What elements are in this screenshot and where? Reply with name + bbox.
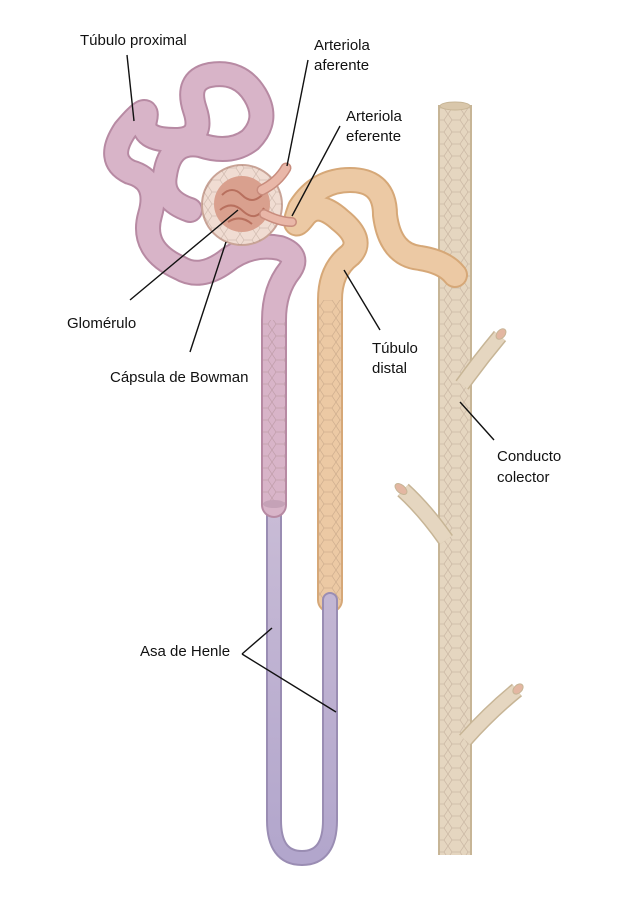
leader-henle-b	[241, 653, 337, 713]
label-bowman-capsule: Cápsula de Bowman	[110, 369, 249, 386]
leader-afferent	[286, 59, 309, 167]
efferent-arteriole	[259, 209, 297, 227]
label-afferent-arteriole-2: aferente	[314, 57, 370, 74]
label-collecting-duct-2: colector	[497, 469, 550, 486]
label-distal-tubule-1: Túbulo	[372, 340, 418, 357]
leader-henle-a	[241, 627, 273, 655]
leader-efferent	[291, 125, 341, 217]
distal-tubule	[283, 167, 468, 613]
leader-proximal	[126, 54, 135, 122]
label-efferent-arteriole-2: eferente	[346, 128, 402, 145]
leader-lines	[126, 54, 495, 713]
label-distal-tubule-2: distal	[372, 360, 408, 377]
leader-glomerulus	[129, 209, 239, 301]
leader-bowman	[189, 241, 227, 353]
afferent-arteriole	[256, 162, 292, 196]
label-proximal-tubule: Túbulo proximal	[80, 32, 187, 49]
label-loop-of-henle: Asa de Henle	[140, 643, 231, 660]
loop-of-henle	[266, 492, 338, 867]
collecting-duct	[394, 101, 524, 855]
leader-distal	[343, 269, 381, 331]
label-glomerulus: Glomérulo	[67, 315, 137, 332]
label-efferent-arteriole-1: Arteriola	[346, 108, 402, 125]
label-afferent-arteriole-1: Arteriola	[314, 37, 370, 54]
label-collecting-duct-1: Conducto	[497, 448, 562, 465]
proximal-tubule	[103, 61, 307, 518]
leader-collector	[459, 401, 495, 441]
